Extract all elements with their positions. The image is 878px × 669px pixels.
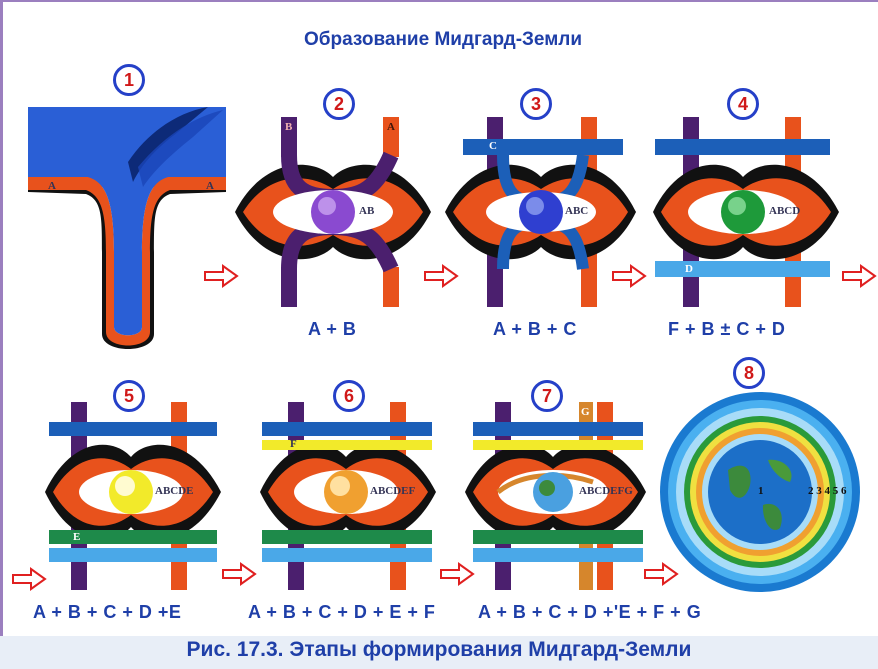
stage-6-diagram: ABCDEF F bbox=[258, 402, 438, 590]
stage-7-diagram: ABCDEFG G bbox=[463, 402, 648, 590]
arrow-icon bbox=[841, 264, 877, 288]
stage-4-number: 4 bbox=[727, 88, 759, 120]
arrow-icon bbox=[439, 562, 475, 586]
band-d-label: D bbox=[685, 263, 693, 275]
stage-8-number: 8 bbox=[733, 357, 765, 389]
band-f-label: F bbox=[290, 438, 297, 450]
stage-8-ring-labels: 2 3 4 5 6 bbox=[808, 485, 847, 497]
stage-3-formula: A + B + C bbox=[493, 319, 577, 340]
arrow-icon bbox=[11, 567, 47, 591]
stage-3-number: 3 bbox=[520, 88, 552, 120]
stage-4-inner-label: ABCD bbox=[769, 205, 800, 217]
stage-7-formula: A + B + C + D +'E + F + G bbox=[478, 602, 701, 623]
arrow-icon bbox=[221, 562, 257, 586]
band-b-top-label: B bbox=[285, 121, 292, 133]
band-a-top-label: A bbox=[387, 121, 395, 133]
stage-8-inner-label: 1 bbox=[758, 485, 764, 497]
arrow-icon bbox=[643, 562, 679, 586]
figure-frame: Образование Мидгард-Земли A A 1 bbox=[0, 0, 878, 636]
stage-3-diagram: C ABC bbox=[443, 117, 638, 307]
band-e-label: E bbox=[73, 531, 80, 543]
stage-1-number: 1 bbox=[113, 64, 145, 96]
stage-5-diagram: ABCDE E bbox=[43, 402, 223, 590]
stage-4-formula: F + B ± C + D bbox=[668, 319, 785, 340]
stage-7-number: 7 bbox=[531, 380, 563, 412]
stage-6-formula: A + B + C + D + E + F bbox=[248, 602, 435, 623]
stage-1-funnel: A A bbox=[28, 102, 228, 352]
stage-3-inner-label: ABC bbox=[565, 205, 588, 217]
stage-7-inner-label: ABCDEFG bbox=[579, 485, 633, 497]
band-a-left-label: A bbox=[48, 180, 56, 192]
stage-4-diagram: D ABCD bbox=[651, 117, 841, 307]
stage-6-number: 6 bbox=[333, 380, 365, 412]
caption-label: Рис. 17.3. bbox=[187, 638, 284, 661]
stage-2-diagram: B A AB bbox=[233, 117, 433, 307]
stage-2-number: 2 bbox=[323, 88, 355, 120]
arrow-icon bbox=[203, 264, 239, 288]
caption-text: Этапы формирования Мидгард-Земли bbox=[289, 638, 691, 661]
stage-5-number: 5 bbox=[113, 380, 145, 412]
stage-2-formula: A + B bbox=[308, 319, 356, 340]
stage-8-earth: 1 2 3 4 5 6 bbox=[658, 390, 863, 595]
band-g-label: G bbox=[581, 406, 590, 418]
band-c-label: C bbox=[489, 140, 497, 152]
stage-5-inner-label: ABCDE bbox=[155, 485, 194, 497]
figure-caption: Рис. 17.3. Этапы формирования Мидгард-Зе… bbox=[0, 638, 878, 662]
arrow-icon bbox=[423, 264, 459, 288]
figure-title: Образование Мидгард-Земли bbox=[213, 29, 673, 51]
band-a-right-label: A bbox=[206, 180, 214, 192]
arrow-icon bbox=[611, 264, 647, 288]
stage-2-inner-label: AB bbox=[359, 205, 374, 217]
stage-6-inner-label: ABCDEF bbox=[370, 485, 415, 497]
stage-5-formula: A + B + C + D +E bbox=[33, 602, 181, 623]
